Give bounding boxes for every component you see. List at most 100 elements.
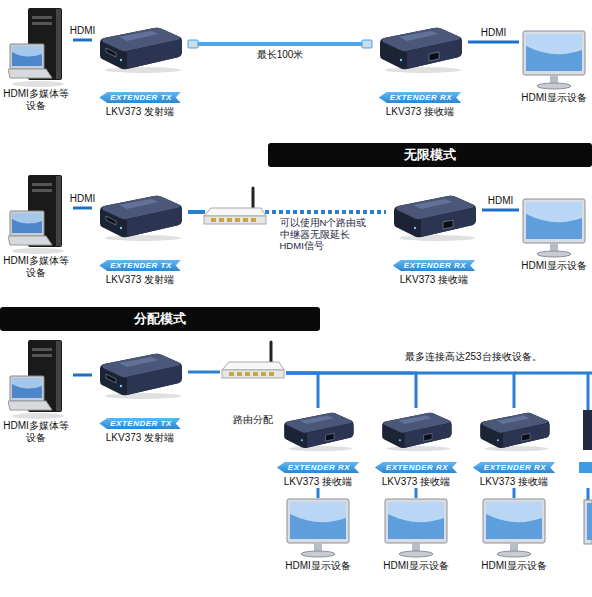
cable <box>514 488 515 498</box>
cable <box>73 208 92 209</box>
band-label: 无限模式 <box>404 143 456 167</box>
pc-icon-part <box>56 341 61 411</box>
source-device: HDMI多媒体等 设备 <box>0 340 73 444</box>
extender-device-part <box>399 235 475 241</box>
cable-line <box>188 210 205 214</box>
extender-device-part <box>120 227 122 229</box>
cable <box>468 42 519 43</box>
router-icon-part <box>204 216 266 224</box>
extender-device-part <box>399 31 439 41</box>
bus-drop <box>587 488 590 500</box>
extender-device-part <box>382 413 451 448</box>
cable-line <box>482 209 519 212</box>
extender-device-part <box>326 433 334 441</box>
extender-device-part <box>284 413 353 448</box>
extender-device-part <box>443 220 453 229</box>
extender-box: EXTENDER TXLKV373 发射端 <box>92 348 188 444</box>
mon-label: HDMI显示设备 <box>481 560 547 572</box>
display-device: HDMI显示设备 <box>519 30 589 104</box>
model-label: LKV373 发射端 <box>106 274 174 286</box>
extender-device-part <box>484 446 548 451</box>
extender-device-part <box>300 416 334 424</box>
mon-label: HDMI显示设备 <box>521 260 587 272</box>
extender-device-part <box>385 67 461 73</box>
cable <box>73 375 92 376</box>
cable-line <box>188 371 220 374</box>
extender-box: EXTENDER RXLKV373 接收端 <box>471 408 558 488</box>
cable <box>482 210 519 211</box>
cable <box>286 373 416 408</box>
pc-icon-part <box>8 69 52 78</box>
extender-banner: EXTENDER RX <box>277 462 359 473</box>
bus-drop <box>587 373 590 410</box>
router-icon-part <box>270 342 273 364</box>
router-icon-part <box>204 208 266 216</box>
cable-line <box>265 210 386 214</box>
edge-label: 最长100米 <box>256 49 305 61</box>
pc-icon <box>8 175 64 255</box>
model-label: LKV373 接收端 <box>386 106 454 118</box>
mode-header: 分配模式 <box>0 307 320 331</box>
router-icon-part <box>211 218 216 222</box>
pc-icon-part <box>12 213 42 233</box>
extender-device-part <box>100 28 182 70</box>
extender-banner: EXTENDER RX <box>473 462 555 473</box>
note-label: 最多连接高达253台接收设备。 <box>405 351 542 363</box>
extender-device-part <box>480 413 549 448</box>
extender-device-part <box>429 52 439 61</box>
extender-device-part <box>301 439 303 441</box>
pc-icon-part <box>12 378 42 398</box>
extender-device-part <box>399 439 401 441</box>
model-label: LKV373 发射端 <box>106 432 174 444</box>
cable-line <box>73 207 92 210</box>
extender-device <box>97 22 183 74</box>
pc-icon-part <box>56 9 61 79</box>
extender-device-part <box>380 28 462 70</box>
display-device: HDMI显示设备 <box>283 498 353 572</box>
pc-icon-part <box>10 44 44 69</box>
router-box: 路由分配 <box>220 340 286 426</box>
extender-device <box>379 408 453 452</box>
monitor-icon-part <box>399 551 433 557</box>
monitor-icon-part <box>526 34 582 54</box>
display-device: HDMI显示设备 <box>519 198 589 272</box>
extender-device-part <box>127 366 182 395</box>
router-icon-part <box>251 218 256 222</box>
extender-device-part <box>120 385 122 387</box>
monitor-icon-part <box>537 83 571 89</box>
pc-label: HDMI多媒体等 设备 <box>0 255 73 279</box>
model-label: LKV373 接收端 <box>382 476 450 488</box>
router-label: 路由分配 <box>233 414 273 426</box>
monitor-icon <box>482 498 546 558</box>
monitor-icon-part <box>526 34 582 71</box>
monitor-icon-part <box>287 499 349 543</box>
router-icon <box>221 340 285 384</box>
pc-icon-part <box>32 354 52 357</box>
model-label: LKV373 发射端 <box>106 106 174 118</box>
extender-device-part <box>413 199 453 209</box>
extender-device-part <box>421 208 476 237</box>
edge-label: HDMI <box>69 193 97 205</box>
extender-banner: EXTENDER RX <box>375 462 457 473</box>
router-icon <box>204 188 266 224</box>
pc-icon <box>8 8 64 88</box>
extender-device-part <box>496 416 530 424</box>
bus-line <box>514 372 592 375</box>
monitor-icon-part <box>483 499 545 543</box>
router-icon-part <box>229 372 234 376</box>
extender-box: EXTENDER RXLKV373 接收端 <box>275 408 362 488</box>
extender-device <box>281 408 355 452</box>
extender-device <box>391 190 477 242</box>
extender-device-part <box>100 354 182 396</box>
extender-box: EXTENDER TXLKV373 发射端 <box>92 190 188 286</box>
edge-label: HDMI <box>480 27 508 39</box>
router-icon-part <box>222 362 284 370</box>
mon-label: HDMI显示设备 <box>521 92 587 104</box>
cable-line <box>415 488 418 498</box>
pc-icon-part <box>12 213 42 224</box>
monitor-icon-part <box>497 551 531 557</box>
banner-sliver <box>579 462 592 473</box>
monitor-icon-part <box>388 502 444 539</box>
extender-banner: EXTENDER TX <box>99 92 181 103</box>
